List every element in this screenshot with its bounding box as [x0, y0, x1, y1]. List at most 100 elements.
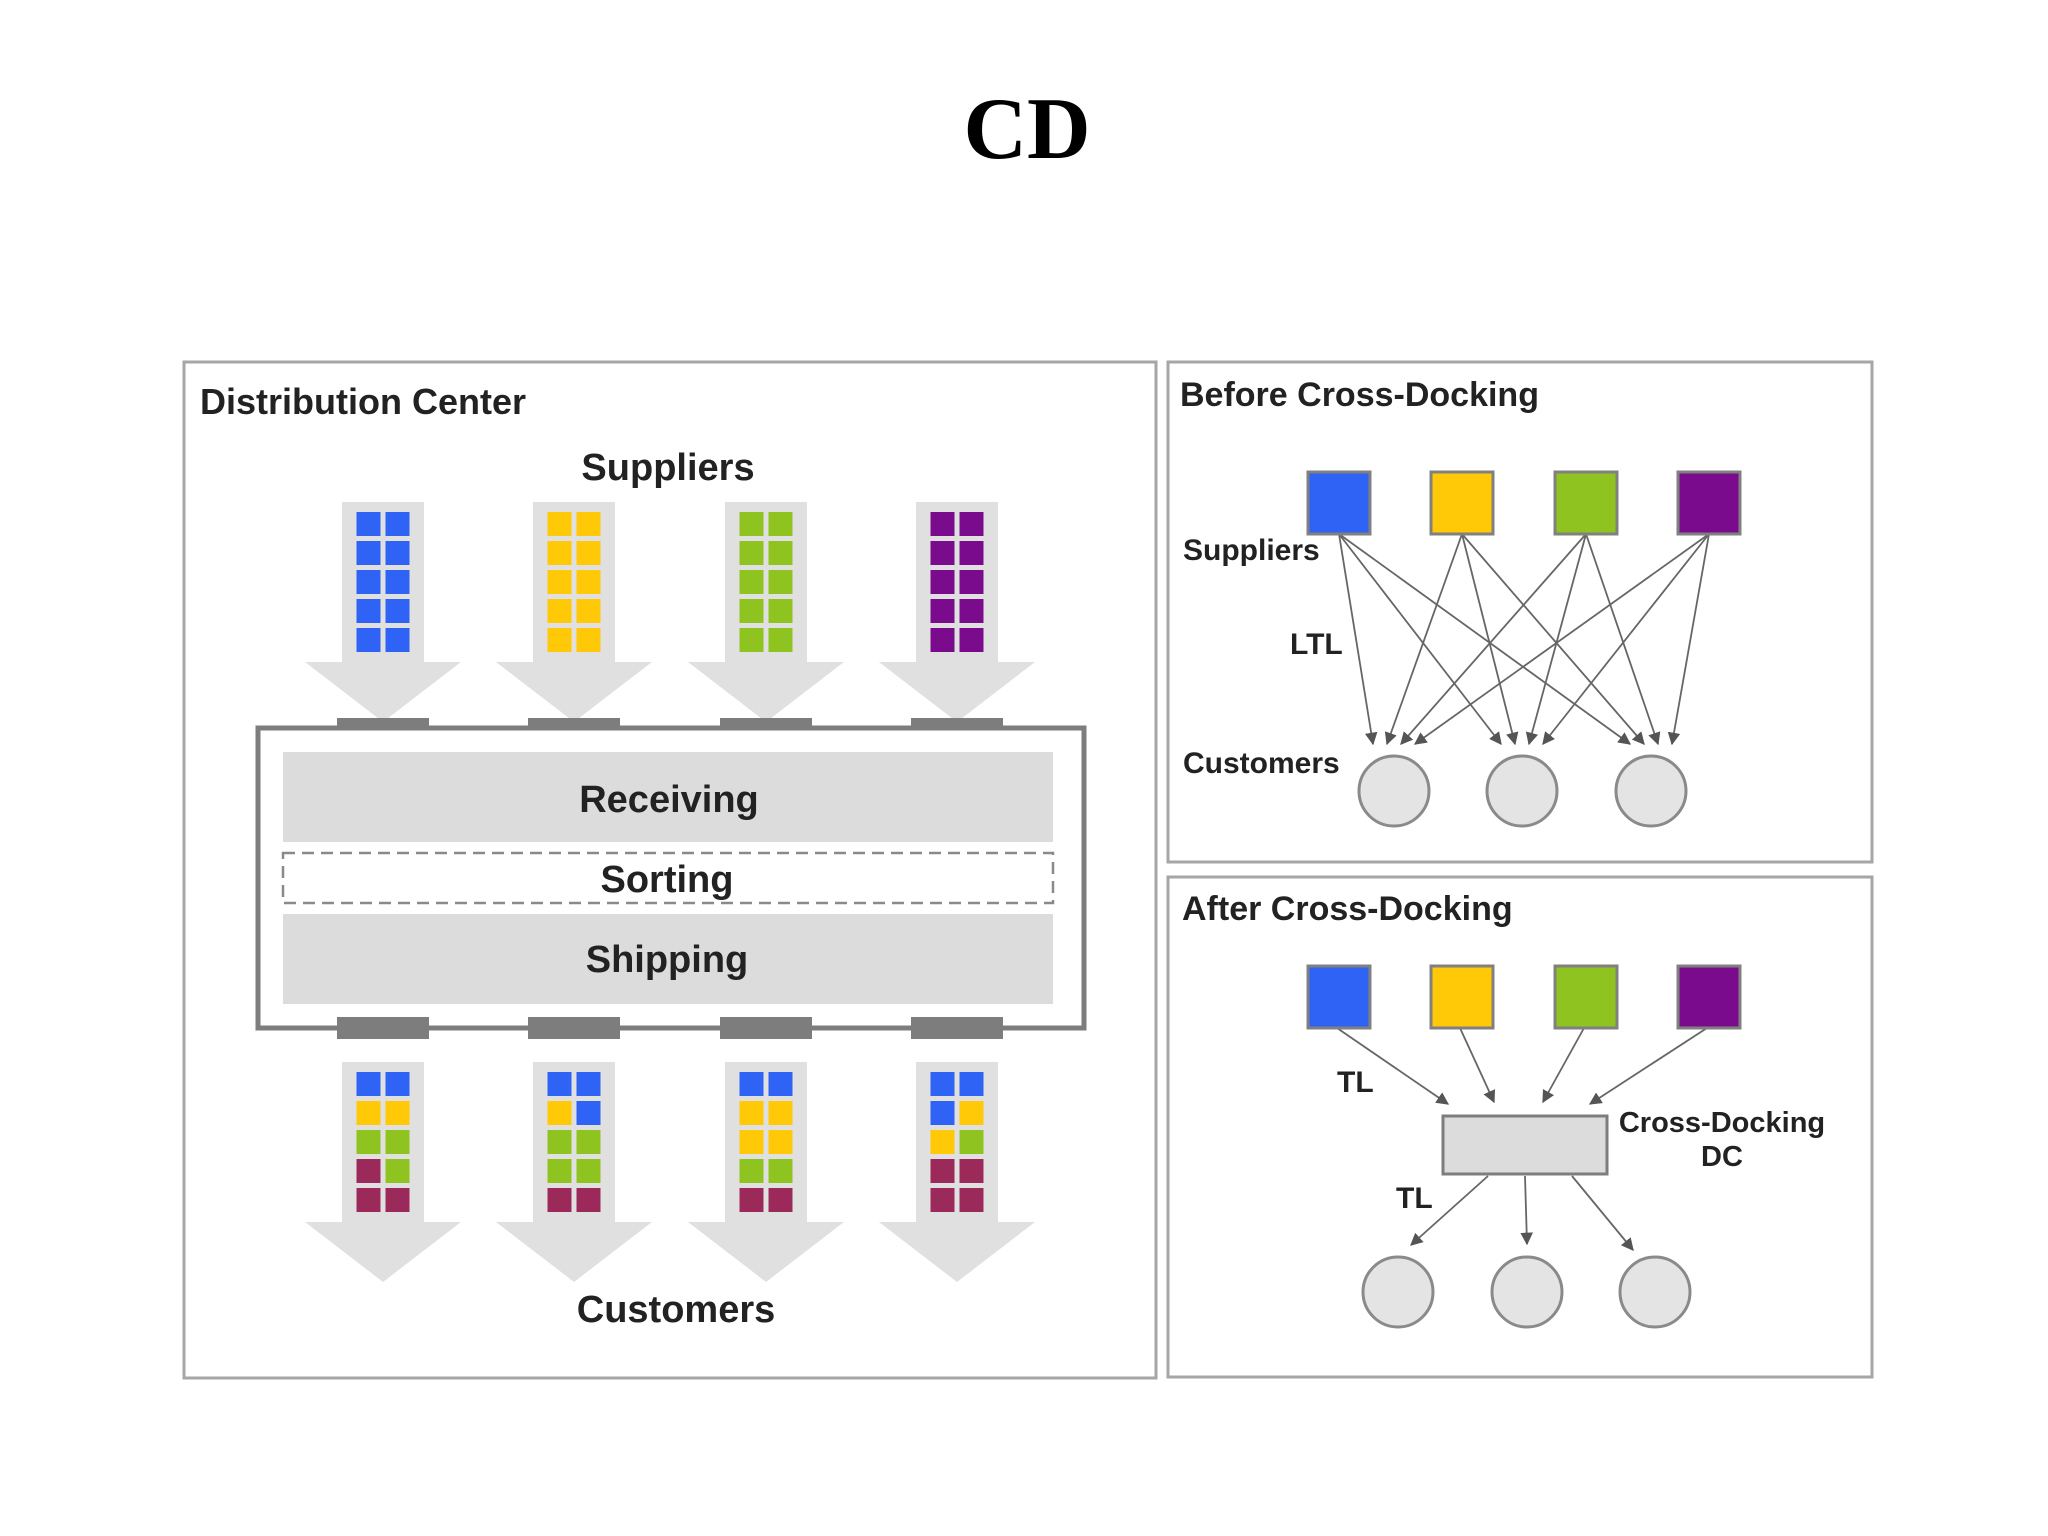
- outbound-cargo-box: [739, 1072, 764, 1096]
- tl-outbound-line: [1571, 1175, 1634, 1251]
- outbound-cargo-box: [930, 1130, 955, 1154]
- inbound-cargo-box: [768, 541, 793, 565]
- tl-outbound-line: [1520, 1175, 1533, 1246]
- after-tl-shipment-lines: [1336, 1027, 1708, 1251]
- inbound-cargo-box: [930, 628, 955, 652]
- inbound-cargo-box: [930, 541, 955, 565]
- outbound-cargo-box: [959, 1130, 984, 1154]
- after-customer-node: [1618, 1255, 1692, 1329]
- inbound-cargo-box: [576, 512, 601, 536]
- outbound-cargo-box: [385, 1130, 410, 1154]
- inbound-cargo-box: [930, 570, 955, 594]
- inbound-cargo-box: [547, 570, 572, 594]
- outbound-cargo-box: [768, 1159, 793, 1183]
- outbound-cargo-box: [576, 1159, 601, 1183]
- outbound-cargo-box: [739, 1188, 764, 1212]
- inbound-cargo-box: [739, 599, 764, 623]
- outbound-dock-door: [720, 1017, 812, 1039]
- inbound-arrow-shape: [305, 502, 461, 722]
- outbound-cargo-box: [930, 1072, 955, 1096]
- outbound-cargo-box: [576, 1101, 601, 1125]
- inbound-cargo-box: [547, 541, 572, 565]
- outbound-cargo-box: [576, 1072, 601, 1096]
- cross-docking-dc-label-line1: Cross-Docking: [1619, 1107, 1825, 1139]
- after-customer-nodes: [1361, 1255, 1692, 1329]
- outbound-cargo-box: [547, 1130, 572, 1154]
- inbound-arrow-shape: [496, 502, 652, 722]
- outbound-customer-arrows: [305, 1062, 1035, 1282]
- before-supplier-green: [1553, 470, 1619, 536]
- outbound-cargo-box: [385, 1188, 410, 1212]
- inbound-cargo-box: [385, 512, 410, 536]
- before-customer-node: [1485, 754, 1559, 828]
- outbound-cargo-box: [768, 1101, 793, 1125]
- before-customers-label: Customers: [1183, 747, 1340, 780]
- before-suppliers-label: Suppliers: [1183, 534, 1320, 567]
- before-supplier-blue: [1306, 470, 1372, 536]
- inbound-cargo-box: [739, 570, 764, 594]
- dc-suppliers-label: Suppliers: [581, 447, 754, 489]
- outbound-arrow-4: [879, 1062, 1035, 1282]
- inbound-cargo-box: [356, 628, 381, 652]
- outbound-cargo-box: [768, 1188, 793, 1212]
- receiving-area: [283, 752, 1053, 842]
- outbound-cargo-box: [385, 1072, 410, 1096]
- outbound-cargo-box: [739, 1101, 764, 1125]
- before-title: Before Cross-Docking: [1180, 376, 1539, 414]
- outbound-cargo-box: [356, 1072, 381, 1096]
- after-customer-node: [1490, 1255, 1564, 1329]
- outbound-cargo-box: [547, 1072, 572, 1096]
- inbound-cargo-box: [547, 512, 572, 536]
- outbound-cargo-box: [547, 1101, 572, 1125]
- outbound-cargo-box: [576, 1130, 601, 1154]
- inbound-cargo-box: [356, 570, 381, 594]
- before-customer-node: [1614, 754, 1688, 828]
- sorting-label: Sorting: [601, 859, 734, 901]
- after-title: After Cross-Docking: [1182, 890, 1513, 928]
- tl-inbound-line: [1336, 1027, 1450, 1105]
- before-cross-docking-panel: Before Cross-Docking Suppliers LTL Custo…: [1166, 360, 1874, 864]
- after-tl-out-label: TL: [1396, 1182, 1433, 1215]
- shipping-area: [283, 914, 1053, 1004]
- ltl-shipment-line: [1338, 533, 1378, 746]
- after-supplier-yellow: [1429, 964, 1495, 1030]
- after-supplier-blue: [1306, 964, 1372, 1030]
- page-title: CD: [963, 81, 1090, 178]
- ltl-shipment-line: [1667, 533, 1710, 746]
- ltl-shipment-line: [1542, 533, 1710, 745]
- outbound-cargo-box: [739, 1159, 764, 1183]
- inbound-arrow-2: [496, 502, 652, 722]
- outbound-arrow-shape: [879, 1062, 1035, 1282]
- ltl-shipment-line: [1338, 533, 1632, 745]
- inbound-cargo-box: [959, 628, 984, 652]
- inbound-cargo-box: [356, 541, 381, 565]
- distribution-center-panel: Distribution Center Suppliers Receiving …: [182, 360, 1158, 1380]
- inbound-cargo-box: [739, 512, 764, 536]
- inbound-cargo-box: [385, 541, 410, 565]
- sorting-area: [281, 851, 1055, 905]
- inbound-cargo-box: [385, 628, 410, 652]
- inbound-arrow-4: [879, 502, 1035, 722]
- outbound-cargo-box: [930, 1101, 955, 1125]
- outbound-cargo-box: [959, 1072, 984, 1096]
- inbound-cargo-box: [768, 628, 793, 652]
- outbound-dock-door: [528, 1017, 620, 1039]
- outbound-cargo-box: [739, 1130, 764, 1154]
- inbound-cargo-box: [930, 599, 955, 623]
- outbound-arrow-shape: [688, 1062, 844, 1282]
- outbound-dock-door: [911, 1017, 1003, 1039]
- outbound-cargo-box: [959, 1159, 984, 1183]
- after-supplier-nodes: [1306, 964, 1742, 1030]
- before-supplier-purple: [1676, 470, 1742, 536]
- shipping-label: Shipping: [586, 939, 749, 981]
- inbound-cargo-box: [959, 570, 984, 594]
- inbound-cargo-box: [576, 599, 601, 623]
- outbound-cargo-box: [385, 1159, 410, 1183]
- inbound-cargo-box: [385, 599, 410, 623]
- outbound-arrow-3: [688, 1062, 844, 1282]
- inbound-cargo-box: [547, 628, 572, 652]
- tl-inbound-line: [1542, 1027, 1585, 1104]
- outbound-cargo-box: [959, 1101, 984, 1125]
- before-supplier-nodes: [1306, 470, 1742, 536]
- dc-customers-label: Customers: [577, 1289, 776, 1331]
